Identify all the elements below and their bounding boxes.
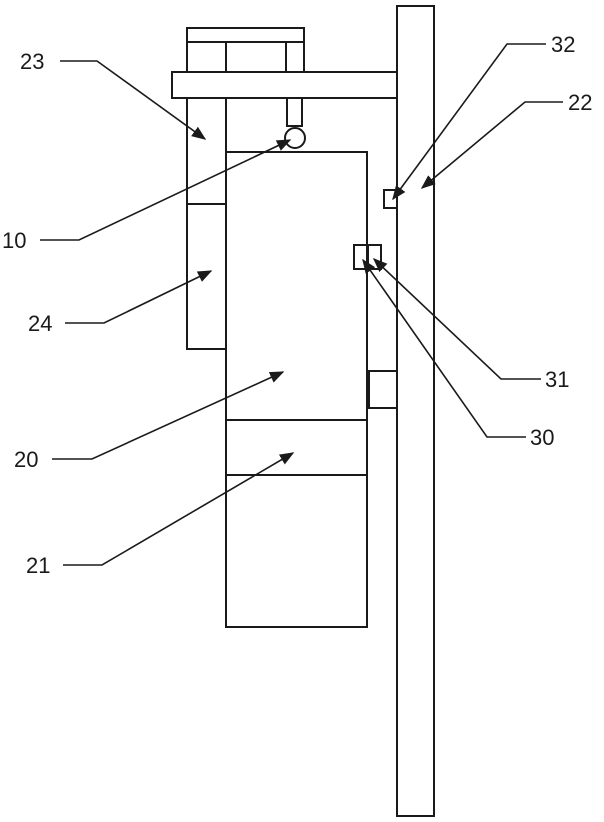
side-post-lower	[186, 203, 227, 350]
ref-label-30: 30	[530, 425, 554, 450]
ref-label-32: 32	[551, 32, 575, 57]
main-body	[225, 151, 368, 421]
lower-section	[225, 419, 368, 476]
ref-label-23: 23	[20, 49, 44, 74]
ref-label-20: 20	[14, 447, 38, 472]
leader-24	[65, 270, 213, 324]
sensor-block-32	[383, 189, 398, 209]
leader-10	[40, 139, 292, 241]
sensor-block-31	[367, 244, 382, 270]
ref-label-31: 31	[545, 367, 569, 392]
leader-20	[52, 371, 285, 460]
leader-31	[372, 258, 541, 380]
leader-30	[362, 258, 526, 438]
leader-32	[392, 43, 546, 201]
rail-connector	[368, 370, 398, 409]
leader-22	[420, 101, 563, 189]
leader-21	[63, 452, 295, 566]
roller-wheel	[284, 127, 306, 149]
guide-rail	[396, 5, 435, 817]
ref-label-24: 24	[28, 311, 52, 336]
leader-23	[60, 60, 207, 140]
hanger-rod	[286, 97, 303, 127]
ref-label-22: 22	[568, 90, 592, 115]
base-section	[225, 474, 368, 628]
cross-beam	[171, 71, 398, 99]
ref-label-10: 10	[2, 228, 26, 253]
top-bracket-frame	[186, 27, 305, 43]
side-post-upper	[186, 97, 227, 205]
ref-label-21: 21	[26, 553, 50, 578]
